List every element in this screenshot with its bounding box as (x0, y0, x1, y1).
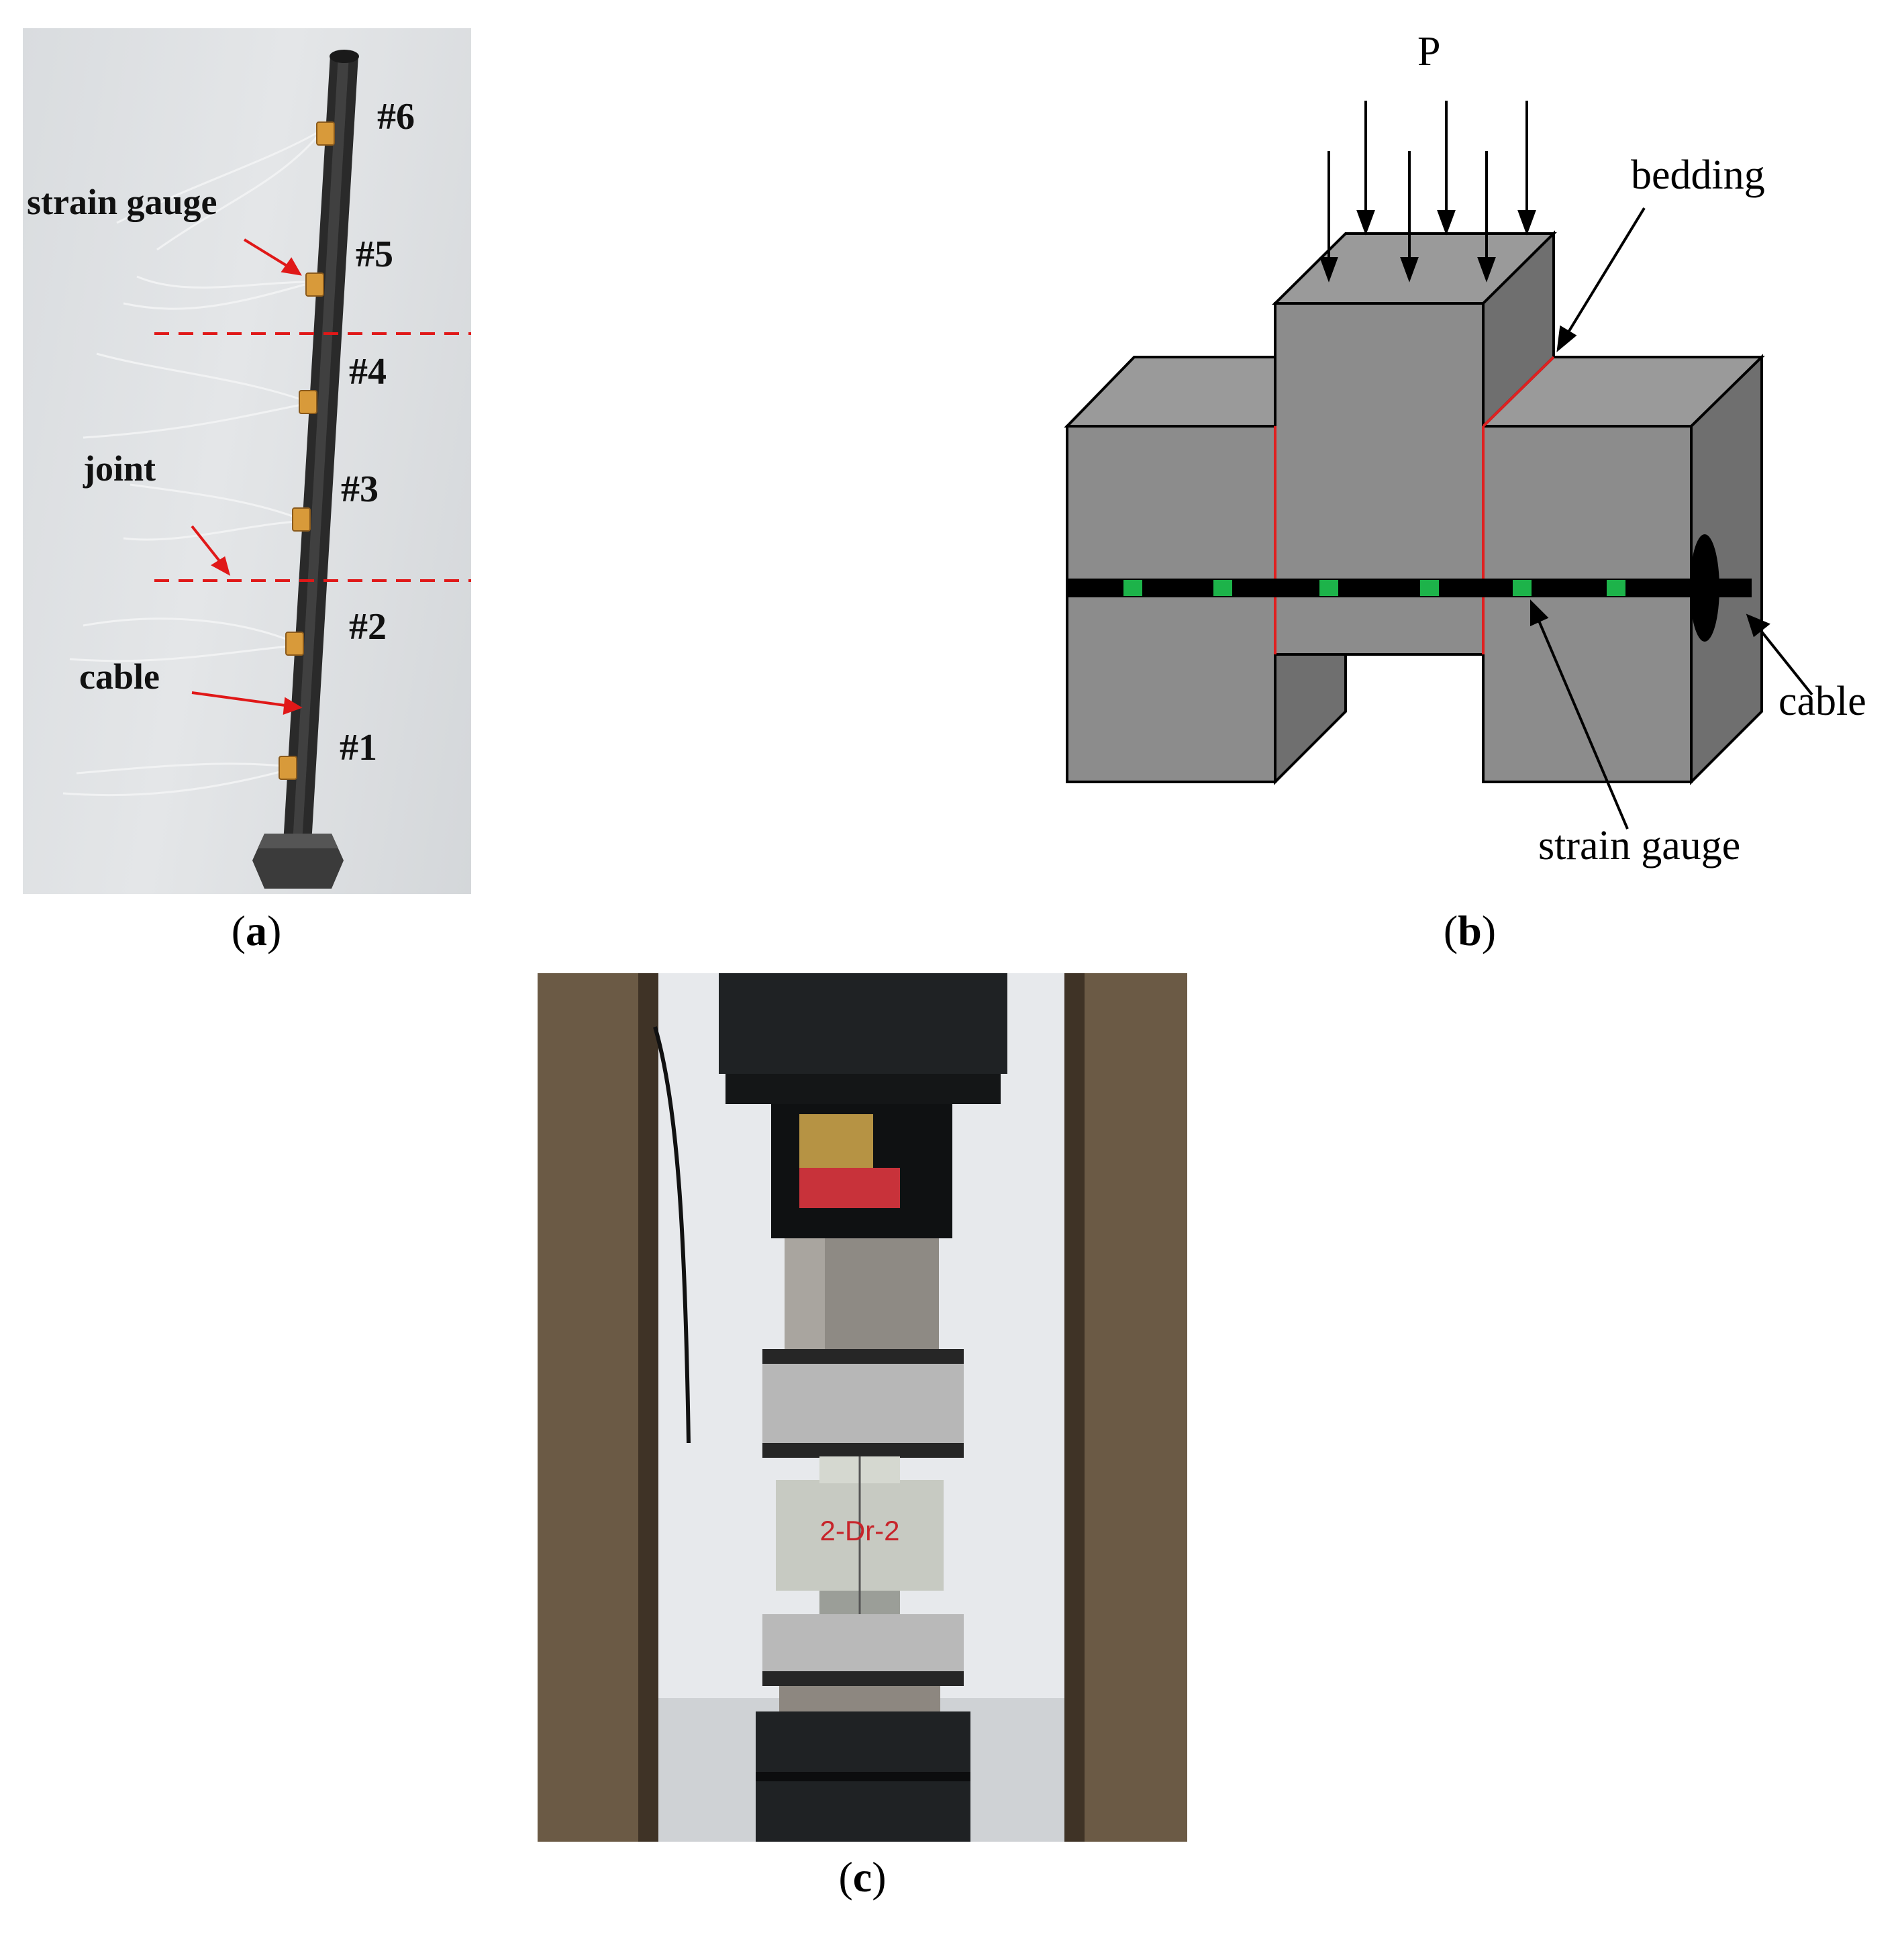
label-gauge-3: #3 (341, 468, 379, 510)
center-underside (1274, 653, 1347, 785)
cable-anchor-plate (1690, 534, 1719, 642)
label-gauge-6: #6 (377, 96, 415, 138)
upper-platen (719, 973, 1007, 1074)
strain-gauges (279, 121, 335, 780)
pointer-arrows (1530, 207, 1813, 830)
schematic-strain-gauges (1123, 580, 1625, 596)
right-block-side (1690, 354, 1763, 785)
caption-c: (c) (838, 1853, 887, 1901)
label-gauge-1: #1 (340, 727, 377, 768)
panel-a-photo: #6 strain gauge #5 #4 joint #3 #2 cable … (23, 28, 471, 894)
center-block-front (1274, 302, 1485, 656)
caption-a: (a) (231, 907, 282, 954)
caption-b: (b) (1443, 907, 1497, 954)
label-strain-gauge-b: strain gauge (1538, 823, 1741, 868)
center-block-side (1482, 230, 1555, 430)
upper-fixture (762, 1349, 964, 1443)
joint-lines (154, 332, 471, 582)
strain-gauge-3 (292, 507, 311, 532)
label-load-p: P (1417, 29, 1441, 74)
label-strain-gauge-a: strain gauge (27, 182, 217, 222)
label-cable-b: cable (1778, 679, 1866, 724)
strain-gauge-2 (285, 632, 304, 656)
right-frame (1068, 973, 1187, 1842)
lead-wires (62, 131, 319, 797)
strain-gauge-6 (316, 121, 335, 146)
center-block-top (1272, 232, 1557, 305)
label-gauge-2: #2 (349, 606, 387, 648)
left-frame (538, 973, 655, 1842)
strain-gauge-1 (279, 756, 297, 780)
right-block-top (1480, 356, 1765, 428)
annotation-arrows (191, 238, 303, 715)
testing-machine-illustration: 2-Dr-2 (538, 973, 1187, 1842)
left-block-top (1064, 356, 1276, 428)
label-joint: joint (83, 448, 156, 489)
load-arrows (1319, 101, 1536, 283)
label-cable-a: cable (79, 656, 160, 697)
strain-gauge-5 (305, 272, 324, 297)
label-bedding: bedding (1631, 152, 1765, 198)
left-block-front (1066, 425, 1276, 783)
right-block-front (1482, 425, 1693, 783)
cable-line (1067, 579, 1752, 597)
strain-gauge-4 (299, 390, 317, 414)
joint-planes (1274, 356, 1555, 654)
label-gauge-4: #4 (349, 351, 387, 393)
specimen-marking: 2-Dr-2 (819, 1515, 899, 1546)
cable-specimen-illustration (62, 50, 471, 889)
label-gauge-5: #5 (356, 234, 393, 275)
panel-c-photo: 2-Dr-2 (538, 973, 1187, 1842)
